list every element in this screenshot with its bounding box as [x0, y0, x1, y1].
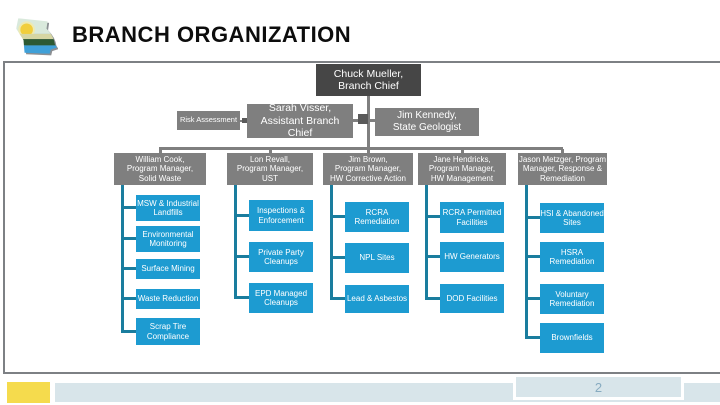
connector-col2-tick-1 — [234, 214, 249, 217]
manager-box-response-remediation: Jason Metzger, Program Manager, Response… — [518, 153, 607, 185]
program-box: DOD Facilities — [440, 284, 504, 313]
connector-col5-tick-1 — [525, 216, 540, 219]
program-box: HW Generators — [440, 242, 504, 272]
connector-col1-tick-4 — [121, 297, 136, 300]
program-box: EPD Managed Cleanups — [249, 283, 313, 313]
connector-manager-stub-5 — [561, 149, 564, 154]
branch-chief-box: Chuck Mueller, Branch Chief — [316, 64, 421, 96]
program-box: HSI & Abandoned Sites — [540, 203, 604, 233]
program-box: Private Party Cleanups — [249, 242, 313, 272]
georgia-epd-logo-icon — [16, 18, 58, 56]
manager-box-hw-corrective-action: Jim Brown, Program Manager, HW Correctiv… — [323, 153, 413, 185]
program-box: Voluntary Remediation — [540, 284, 604, 314]
connector-col4-vline — [425, 185, 428, 298]
program-box: HSRA Remediation — [540, 242, 604, 272]
slide-title: BRANCH ORGANIZATION — [72, 22, 352, 47]
manager-box-solid-waste: William Cook, Program Manager, Solid Was… — [114, 153, 206, 185]
page-number-box: 2 — [513, 374, 684, 400]
program-box: Lead & Asbestos — [345, 285, 409, 313]
connector-col4-tick-1 — [425, 215, 440, 218]
program-box: Waste Reduction — [136, 289, 200, 309]
program-box: Environmental Monitoring — [136, 226, 200, 252]
program-box: NPL Sites — [345, 243, 409, 273]
program-box: RCRA Remediation — [345, 202, 409, 232]
risk-assessment-box: Risk Assessment — [177, 111, 240, 130]
assistant-chief-box: Sarah Visser, Assistant Branch Chief — [247, 102, 353, 139]
connector-col1-tick-3 — [121, 267, 136, 270]
connector-manager-stub-3 — [367, 149, 370, 154]
connector-col4-tick-3 — [425, 297, 440, 300]
connector-col5-tick-2 — [525, 255, 540, 258]
connector-col1-vline — [121, 185, 124, 333]
state-geologist-box: Jim Kennedy, State Geologist — [375, 108, 479, 136]
connector-col5-tick-4 — [525, 336, 540, 339]
manager-box-hw-management: Jane Hendricks, Program Manager, HW Mana… — [418, 153, 506, 185]
manager-box-ust: Lon Revall, Program Manager, UST — [227, 153, 313, 185]
connector-col2-vline — [234, 185, 237, 298]
connector-manager-stub-4 — [461, 149, 464, 154]
connector-junction-node — [358, 114, 368, 124]
connector-manager-stub-1 — [159, 149, 162, 154]
connector-col3-vline — [330, 185, 333, 299]
connector-managers-horizontal — [159, 147, 563, 150]
program-box: Inspections & Enforcement — [249, 200, 313, 231]
connector-col3-tick-1 — [330, 215, 345, 218]
connector-col1-tick-5 — [121, 330, 136, 333]
program-box: Scrap Tire Compliance — [136, 318, 200, 345]
program-box: MSW & Industrial Landfills — [136, 195, 200, 221]
program-box: Surface Mining — [136, 259, 200, 279]
connector-col2-tick-3 — [234, 296, 249, 299]
footer-accent-yellow — [7, 382, 50, 403]
connector-col5-tick-3 — [525, 297, 540, 300]
connector-col1-tick-1 — [121, 206, 136, 209]
connector-col1-tick-2 — [121, 237, 136, 240]
connector-col2-tick-2 — [234, 255, 249, 258]
program-box: RCRA Permitted Facilities — [440, 202, 504, 233]
connector-col3-tick-2 — [330, 256, 345, 259]
connector-risk-node — [242, 118, 247, 123]
connector-col5-vline — [525, 185, 528, 338]
connector-manager-stub-2 — [269, 149, 272, 154]
page-number: 2 — [594, 379, 603, 395]
connector-chief-drop — [367, 96, 370, 149]
connector-col3-tick-3 — [330, 297, 345, 300]
connector-col4-tick-2 — [425, 255, 440, 258]
program-box: Brownfields — [540, 323, 604, 353]
